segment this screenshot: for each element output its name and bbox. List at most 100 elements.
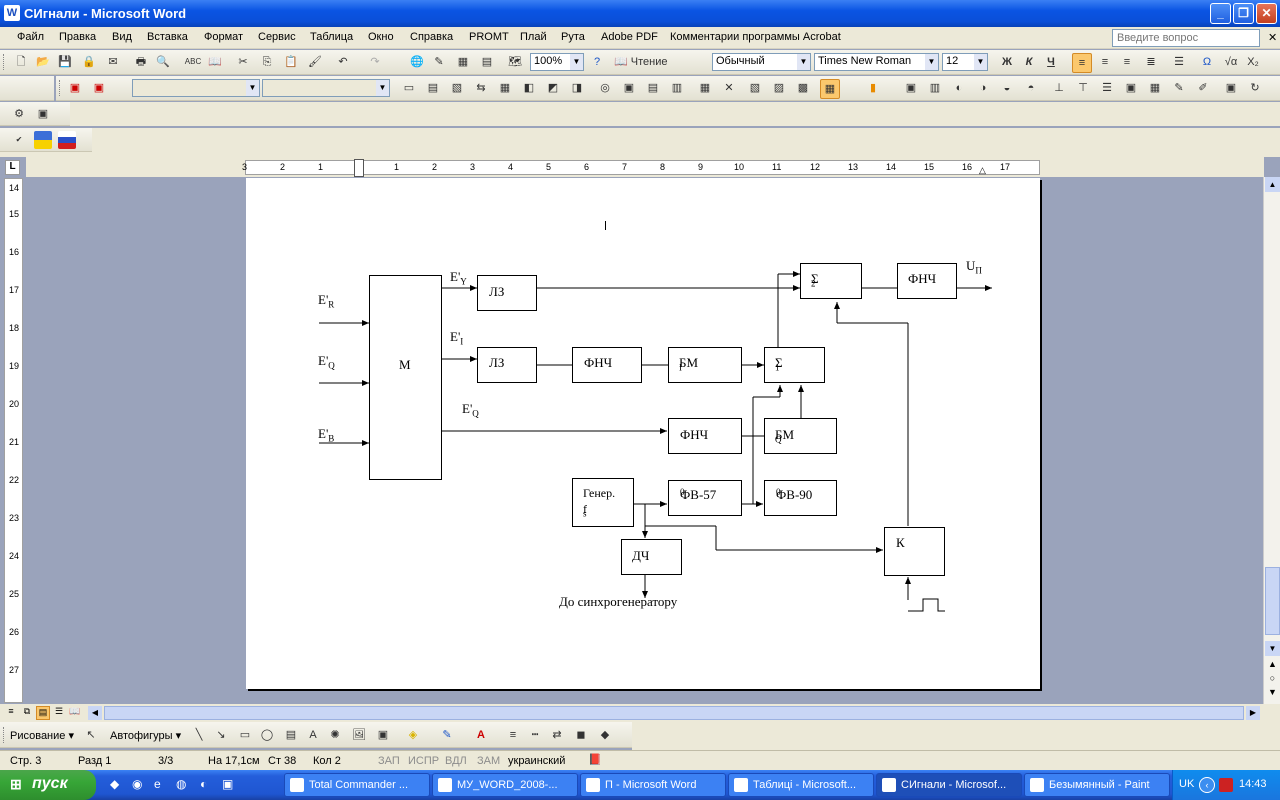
open-icon[interactable]: 📂 bbox=[36, 56, 50, 68]
menu-ruta[interactable]: Рута bbox=[561, 31, 585, 43]
tool-icon[interactable]: ⊤ bbox=[1078, 82, 1088, 94]
align-center-icon[interactable]: ≡ bbox=[1101, 56, 1109, 68]
menu-table[interactable]: Таблица bbox=[310, 31, 354, 43]
status-overtype[interactable]: ЗАМ bbox=[477, 755, 501, 767]
tool-icon[interactable]: ⇆ bbox=[476, 82, 486, 94]
bullets-icon[interactable]: ☰ bbox=[1174, 56, 1184, 68]
scroll-up-icon[interactable]: ▲ bbox=[1265, 177, 1280, 192]
tool-icon[interactable]: ✎ bbox=[1174, 82, 1184, 94]
word-app-icon[interactable]: W bbox=[4, 5, 20, 21]
toolbar-grip[interactable] bbox=[3, 727, 7, 743]
redo-icon[interactable]: ↷ bbox=[370, 56, 380, 68]
symbol-omega-button[interactable]: Ω bbox=[1202, 56, 1212, 68]
print-view-icon[interactable]: ▤ bbox=[36, 706, 50, 720]
tool-icon[interactable]: ◑ bbox=[979, 82, 987, 94]
block-k[interactable]: К bbox=[884, 527, 945, 576]
ask-question-input[interactable]: Введите вопрос bbox=[1112, 29, 1260, 47]
tool-icon[interactable]: ◨ bbox=[571, 82, 583, 94]
maximize-button[interactable]: ❐ bbox=[1233, 3, 1254, 24]
empty-select-2[interactable]: ▼ bbox=[262, 79, 390, 97]
hyperlink-icon[interactable]: 🌐 bbox=[410, 56, 424, 68]
antivirus-icon[interactable] bbox=[1219, 778, 1233, 792]
tool-icon[interactable]: ✕ bbox=[724, 82, 734, 94]
style-select[interactable]: Обычный ▼ bbox=[712, 53, 811, 71]
pdf-email-icon[interactable]: ▣ bbox=[93, 82, 105, 94]
taskbar-item-signali[interactable]: СИгнали - Microsof... bbox=[876, 773, 1022, 797]
oval-icon[interactable]: ◯ bbox=[260, 729, 274, 741]
tool-icon[interactable]: ▥ bbox=[929, 82, 941, 94]
tool-icon[interactable]: ▦ bbox=[699, 82, 711, 94]
chevron-down-icon[interactable]: ▼ bbox=[974, 54, 987, 70]
menu-edit[interactable]: Правка bbox=[59, 31, 97, 43]
browse-object-icon[interactable]: ○ bbox=[1269, 673, 1276, 683]
line-color-icon[interactable]: ✎ bbox=[442, 729, 452, 741]
vertical-ruler[interactable]: 14 15 16 17 18 19 20 21 22 23 24 25 26 2… bbox=[4, 178, 23, 703]
menu-tools[interactable]: Сервис bbox=[258, 31, 296, 43]
quicklaunch-icon[interactable]: ◉ bbox=[132, 777, 143, 791]
menu-promt[interactable]: PROMT bbox=[469, 31, 509, 43]
block-dch[interactable]: ДЧ bbox=[621, 539, 682, 575]
menu-window[interactable]: Окно bbox=[368, 31, 394, 43]
scroll-thumb[interactable] bbox=[1265, 567, 1280, 635]
align-right-icon[interactable]: ≡ bbox=[1123, 56, 1131, 68]
rectangle-icon[interactable]: ▭ bbox=[239, 729, 251, 741]
scroll-left-icon[interactable]: ◀ bbox=[88, 706, 102, 720]
taskbar-item-total-commander[interactable]: Total Commander ... bbox=[284, 773, 430, 797]
menu-format[interactable]: Формат bbox=[204, 31, 244, 43]
tool-icon[interactable]: ▣ bbox=[1125, 82, 1137, 94]
insert-table-icon[interactable]: ▦ bbox=[457, 56, 469, 68]
taskbar-item-p-word[interactable]: П - Microsoft Word bbox=[580, 773, 726, 797]
menu-view[interactable]: Вид bbox=[112, 31, 132, 43]
block-lz2[interactable]: ЛЗ bbox=[477, 347, 537, 383]
copy-icon[interactable]: ⎘ bbox=[262, 56, 272, 68]
print-icon[interactable]: 🖶 bbox=[135, 56, 147, 68]
indent-marker[interactable] bbox=[354, 159, 364, 177]
italic-button[interactable]: К bbox=[1025, 56, 1033, 68]
tool-icon[interactable]: ◎ bbox=[600, 82, 610, 94]
spelling-status-icon[interactable]: 📕 bbox=[588, 754, 602, 766]
fill-color-icon[interactable]: ◈ bbox=[408, 729, 418, 741]
ie-icon[interactable]: e bbox=[154, 777, 161, 791]
scroll-down-icon[interactable]: ▼ bbox=[1265, 641, 1280, 656]
tool-icon[interactable]: ✐ bbox=[1198, 82, 1208, 94]
menu-file[interactable]: Файл bbox=[17, 31, 45, 43]
tool-icon[interactable]: ▩ bbox=[797, 82, 809, 94]
block-m[interactable]: M bbox=[369, 275, 442, 480]
drawing-menu[interactable]: Рисование ▾ bbox=[10, 730, 74, 742]
next-page-icon[interactable]: ▼ bbox=[1268, 687, 1277, 697]
tables-borders-icon[interactable]: ✎ bbox=[434, 56, 444, 68]
bold-button[interactable]: Ж bbox=[1002, 56, 1012, 68]
toolbar-grip[interactable] bbox=[3, 54, 7, 70]
tool-icon[interactable]: ⊥ bbox=[1054, 82, 1064, 94]
taskbar-item-tablytsi[interactable]: Таблиці - Microsoft... bbox=[728, 773, 874, 797]
arrow-style-icon[interactable]: ⇄ bbox=[552, 729, 562, 741]
vertical-scrollbar[interactable]: ▲ ▼ ▲ ○ ▼ bbox=[1263, 177, 1280, 704]
quicklaunch-icon[interactable]: ▣ bbox=[222, 777, 234, 791]
tool-icon[interactable]: ☰ bbox=[1102, 82, 1112, 94]
tool-icon[interactable]: ▤ bbox=[647, 82, 659, 94]
underline-button[interactable]: Ч bbox=[1047, 56, 1055, 68]
tool-icon[interactable]: ▨ bbox=[773, 82, 785, 94]
shadow-icon[interactable]: ◼ bbox=[576, 729, 586, 741]
chevron-down-icon[interactable]: ▼ bbox=[925, 54, 938, 70]
block-fnch-i[interactable]: ФНЧ bbox=[572, 347, 642, 383]
tool-icon[interactable]: ◧ bbox=[523, 82, 535, 94]
toolbar-grip[interactable] bbox=[59, 80, 63, 96]
font-select[interactable]: Times New Roman ▼ bbox=[814, 53, 939, 71]
pdf-icon[interactable]: ▣ bbox=[69, 82, 81, 94]
font-size-select[interactable]: 12 ▼ bbox=[942, 53, 988, 71]
menu-acrobat-comments[interactable]: Комментарии программы Acrobat bbox=[670, 31, 841, 43]
block-fnch-q[interactable]: ФНЧ bbox=[668, 418, 742, 454]
tool-icon[interactable]: ⚙ bbox=[14, 108, 24, 120]
chevron-down-icon[interactable]: ▼ bbox=[246, 80, 259, 96]
tool-icon[interactable]: ◒ bbox=[1003, 82, 1011, 94]
menu-plai[interactable]: Плай bbox=[520, 31, 547, 43]
block-fnch-out[interactable]: ФНЧ bbox=[897, 263, 957, 299]
russia-flag-icon[interactable] bbox=[58, 131, 76, 149]
tool-icon[interactable]: ▧ bbox=[451, 82, 463, 94]
picture-icon[interactable]: ▣ bbox=[377, 729, 389, 741]
close-button[interactable]: ✕ bbox=[1256, 3, 1277, 24]
